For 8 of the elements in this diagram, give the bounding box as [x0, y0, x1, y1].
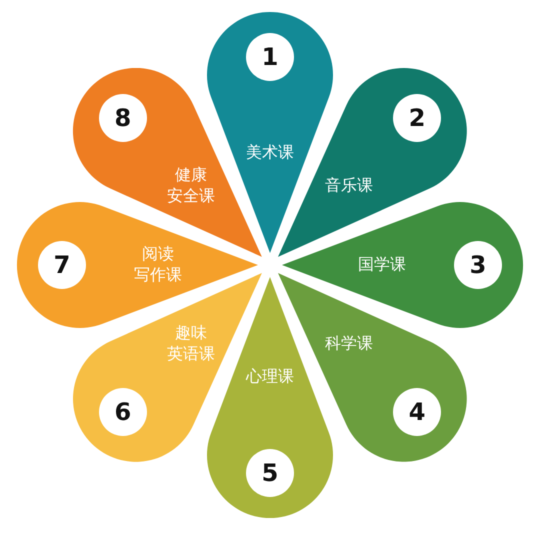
petal-label: 科学课 — [325, 334, 374, 355]
petal-label: 阅读写作课 — [134, 244, 182, 286]
petal-label: 美术课 — [246, 142, 294, 164]
petal-label: 国学课 — [358, 254, 406, 276]
petal-label: 心理课 — [246, 366, 294, 388]
petal-label: 趣味英语课 — [166, 323, 215, 365]
petal-label: 音乐课 — [325, 175, 374, 196]
petal-label: 健康安全课 — [166, 164, 215, 207]
